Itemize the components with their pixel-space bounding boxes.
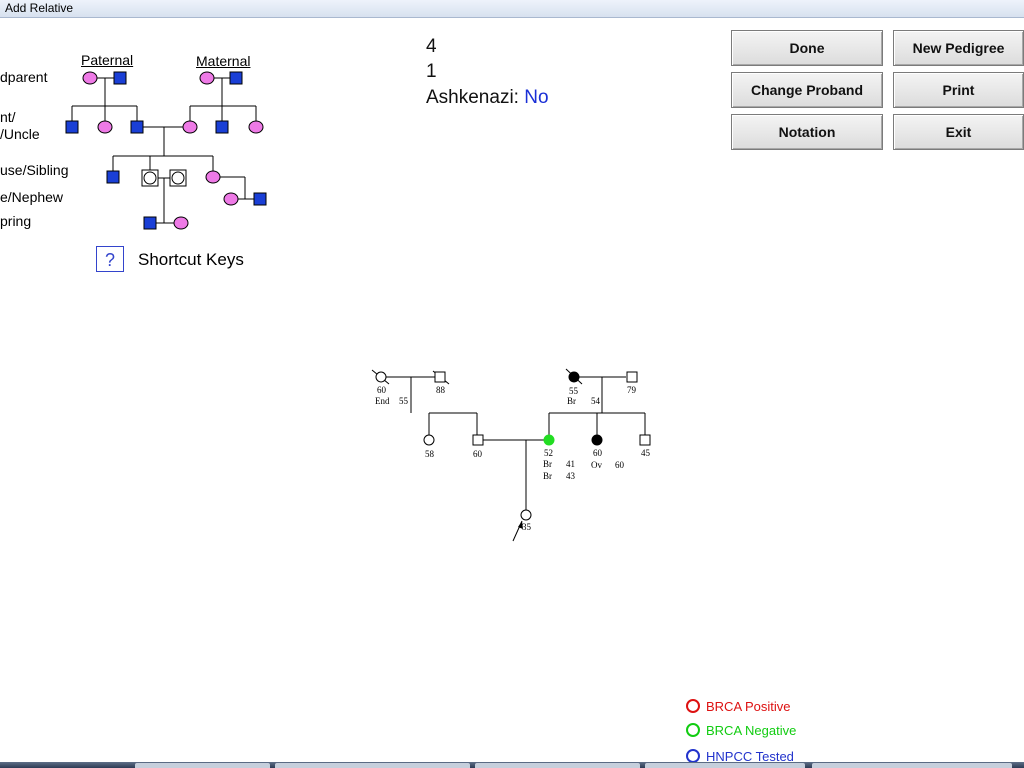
legend-row-spouse-sibling[interactable]: use/Sibling: [0, 162, 69, 178]
window-titlebar: Add Relative: [0, 0, 1024, 18]
change-proband-button[interactable]: Change Proband: [731, 72, 883, 108]
info-line-1: 4: [426, 36, 437, 57]
pedigree-paternal-aunt: [423, 434, 435, 446]
legend-female-symbol: [82, 71, 98, 85]
maternal-label: Maternal: [196, 53, 251, 69]
legend-male-symbol: [215, 120, 229, 134]
taskbar-button[interactable]: [475, 763, 640, 768]
pedigree-paternal-grandfather: [434, 371, 446, 383]
maunt-cancer-age: 60: [615, 460, 625, 470]
taskbar: [0, 762, 1024, 768]
exit-button[interactable]: Exit: [893, 114, 1024, 150]
blue-ring-icon: [686, 749, 700, 763]
mother-age: 52: [544, 448, 553, 458]
legend-male-symbol: [143, 216, 157, 230]
legend-male-symbol: [253, 192, 267, 206]
taskbar-button[interactable]: [645, 763, 805, 768]
mother-cancer-1: Br: [543, 459, 552, 469]
pedigree-maternal-uncle: [639, 434, 651, 446]
legend-female-symbol: [248, 120, 264, 134]
relative-type-diagram: [65, 71, 267, 230]
pedigree-father: [472, 434, 484, 446]
green-ring-icon: [686, 723, 700, 737]
legend-male-symbol: [106, 170, 120, 184]
window-title: Add Relative: [5, 1, 74, 15]
legend-unknown-symbol: [171, 171, 185, 185]
legend-female-symbol: [182, 120, 198, 134]
paternal-label: Paternal: [81, 52, 134, 68]
ashkenazi-label: Ashkenazi:: [426, 87, 519, 108]
legend-male-symbol: [229, 71, 243, 85]
legend-row-aunt-uncle[interactable]: /Uncle: [0, 126, 40, 142]
muncle-age: 45: [641, 448, 651, 458]
print-button[interactable]: Print: [893, 72, 1024, 108]
mgf-age: 79: [627, 385, 637, 395]
pedigree-maternal-grandfather: [626, 371, 638, 383]
mother-cancer-2: Br: [543, 471, 552, 481]
mgm-cancer: Br: [567, 396, 576, 406]
shortcut-keys-label[interactable]: Shortcut Keys: [138, 250, 244, 269]
info-line-2: 1: [426, 61, 437, 82]
legend-unknown-symbol: [143, 171, 157, 185]
legend-row-parent[interactable]: nt/: [0, 109, 16, 125]
legend-female-symbol: [205, 170, 221, 184]
legend-female-symbol: [223, 192, 239, 206]
taskbar-button[interactable]: [135, 763, 270, 768]
legend-female-symbol: [97, 120, 113, 134]
pgf-age: 88: [436, 385, 446, 395]
legend-male-symbol: [65, 120, 79, 134]
ashkenazi-status: Ashkenazi: No: [426, 87, 549, 109]
pedigree-mother: [543, 434, 555, 446]
pedigree-proband: [520, 509, 532, 521]
pedigree-chart[interactable]: 60 End 55 88 55 Br 54 79 58 60 52 Br 41 …: [360, 360, 680, 550]
proband-age: 35: [522, 522, 532, 532]
mother-cancer-2-age: 43: [566, 471, 576, 481]
pedigree-paternal-grandmother: [375, 371, 387, 383]
legend-female-symbol: [199, 71, 215, 85]
maunt-cancer: Ov: [591, 460, 602, 470]
pgm-cancer: End: [375, 396, 390, 406]
pedigree-maternal-aunt: [591, 434, 603, 446]
ashkenazi-value[interactable]: No: [524, 87, 549, 108]
legend-row-offspring[interactable]: pring: [0, 213, 32, 229]
legend-row-niece-nephew[interactable]: e/Nephew: [0, 189, 64, 205]
pedigree-maternal-grandmother: [568, 371, 580, 383]
taskbar-button[interactable]: [812, 763, 1012, 768]
aunt1-age: 58: [425, 449, 435, 459]
legend-row-grandparent[interactable]: dparent: [0, 69, 48, 85]
proband-arrow-icon: [518, 521, 523, 529]
shortcut-keys-help-button[interactable]: ?: [96, 246, 124, 272]
new-pedigree-button[interactable]: New Pedigree: [893, 30, 1024, 66]
legend-female-symbol: [173, 216, 189, 230]
legend-male-symbol: [130, 120, 144, 134]
mother-cancer-1-age: 41: [566, 459, 575, 469]
pgm-cancer-age: 55: [399, 396, 409, 406]
key-brca-positive: BRCA Positive: [686, 699, 791, 714]
notation-button[interactable]: Notation: [731, 114, 883, 150]
pgm-age: 60: [377, 385, 387, 395]
key-brca-negative: BRCA Negative: [686, 723, 796, 738]
father-age: 60: [473, 449, 483, 459]
mgm-age: 55: [569, 386, 579, 396]
maunt-age: 60: [593, 448, 603, 458]
taskbar-button[interactable]: [275, 763, 470, 768]
done-button[interactable]: Done: [731, 30, 883, 66]
mgm-cancer-age: 54: [591, 396, 601, 406]
red-ring-icon: [686, 699, 700, 713]
legend-male-symbol: [113, 71, 127, 85]
